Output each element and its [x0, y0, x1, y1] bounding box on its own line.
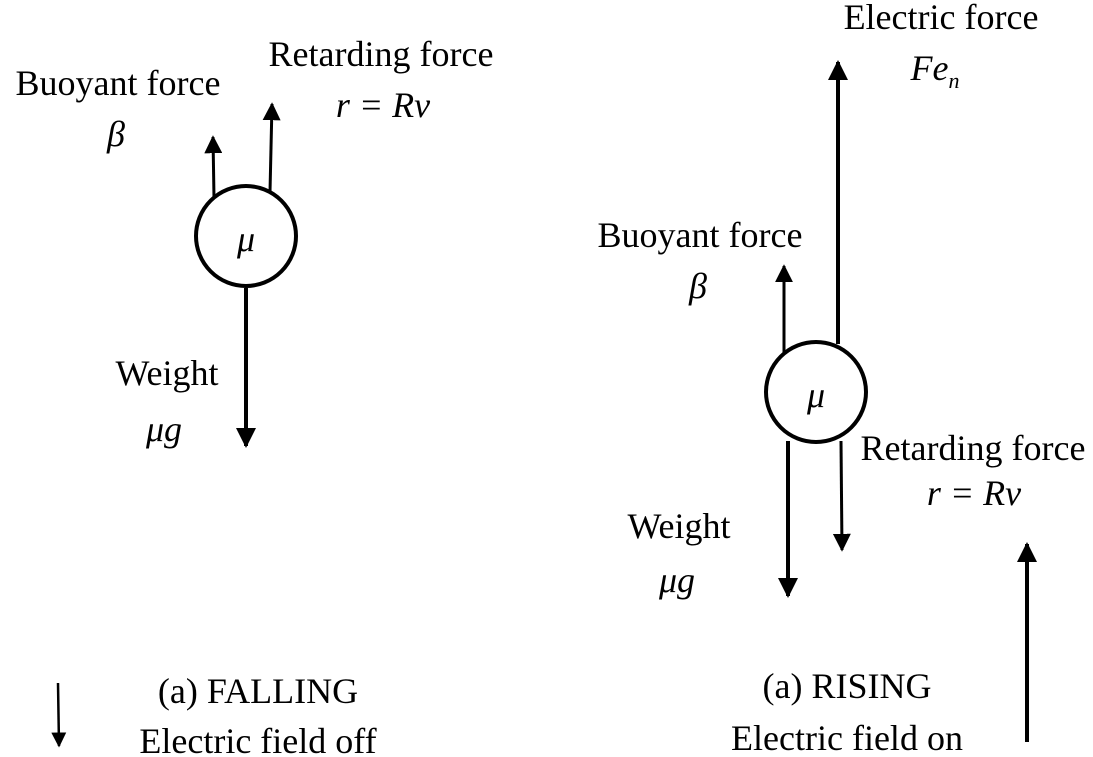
- falling-buoyant-arrow: [204, 135, 223, 199]
- falling-diagram: μ Buoyant force β Retarding force r = Rv…: [16, 34, 494, 757]
- rising-retarding-equation: r = Rv: [927, 473, 1021, 513]
- falling-buoyant-symbol: β: [106, 114, 125, 154]
- rising-electric-symbol-subscript: n: [948, 68, 959, 93]
- rising-buoyant-label: Buoyant force: [598, 215, 803, 255]
- falling-weight-symbol: μg: [145, 409, 182, 449]
- rising-caption-field: Electric field on: [731, 718, 963, 757]
- rising-mass-symbol: μ: [806, 375, 825, 415]
- rising-droplet: [764, 340, 868, 444]
- rising-retarding-label: Retarding force: [861, 428, 1086, 468]
- rising-electric-symbol-main: Fe: [910, 48, 949, 88]
- falling-caption-field: Electric field off: [139, 721, 376, 757]
- falling-field-arrow: [51, 682, 67, 748]
- rising-electric-symbol: Fen: [910, 48, 960, 93]
- rising-buoyant-symbol: β: [688, 266, 707, 306]
- falling-droplet: [194, 184, 298, 288]
- falling-caption-title: (a) FALLING: [158, 671, 358, 711]
- rising-weight-label: Weight: [627, 506, 730, 546]
- rising-weight-symbol: μg: [658, 560, 695, 600]
- falling-buoyant-label: Buoyant force: [16, 63, 221, 103]
- falling-retarding-label: Retarding force: [269, 34, 494, 74]
- rising-caption-title: (a) RISING: [763, 666, 932, 706]
- falling-weight-label: Weight: [115, 353, 218, 393]
- rising-retarding-arrow: [832, 440, 851, 552]
- falling-retarding-arrow: [262, 102, 281, 193]
- falling-mass-symbol: μ: [236, 219, 255, 259]
- rising-diagram: μ Electric force Fen Buoyant force β Ret…: [598, 0, 1086, 757]
- rising-electric-label: Electric force: [844, 0, 1039, 37]
- falling-retarding-equation: r = Rv: [336, 85, 430, 125]
